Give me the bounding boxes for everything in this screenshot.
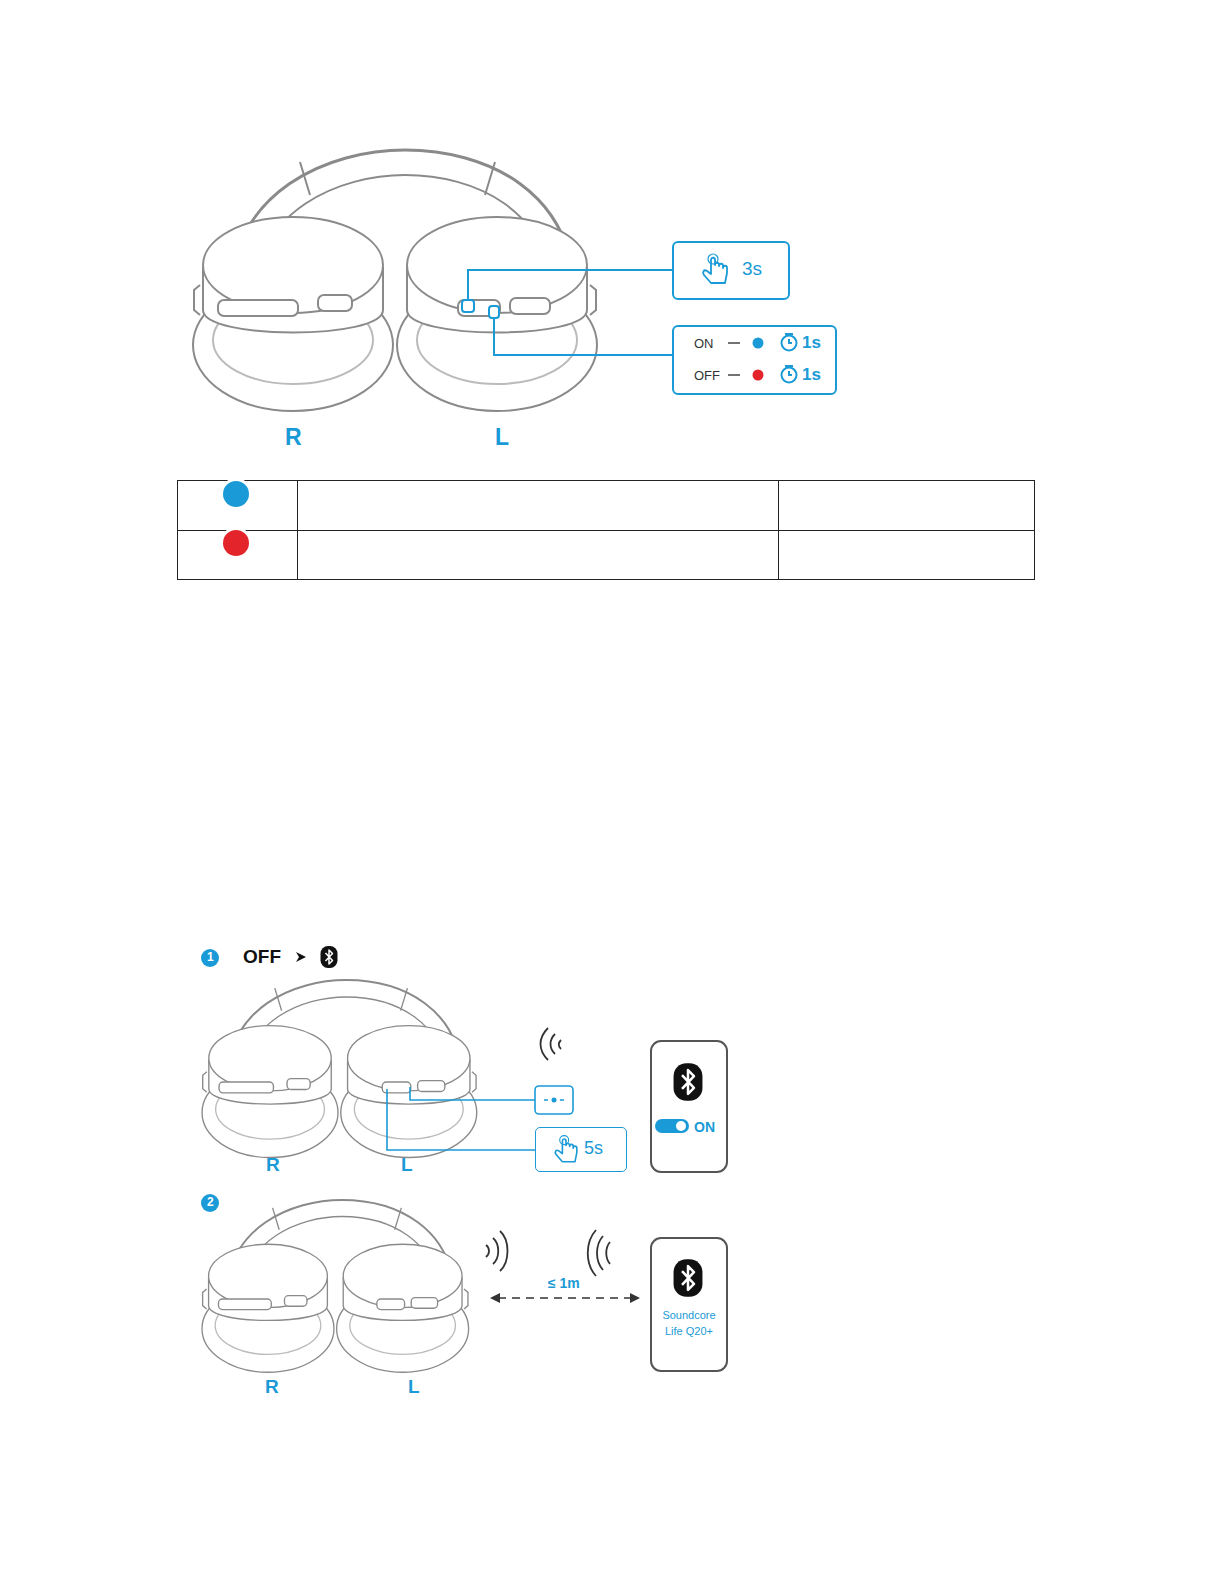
phone-screen: ON <box>650 1040 728 1173</box>
side-label: L <box>495 425 509 450</box>
distance-label: ≤ 1m <box>548 1276 580 1291</box>
side-label: R <box>265 1377 279 1398</box>
side-label: R <box>266 1155 280 1176</box>
state-label: OFF <box>243 947 281 968</box>
node-text: 3s <box>742 259 762 280</box>
node-text: ON <box>694 1120 715 1135</box>
callout-number: 2 <box>207 1196 214 1209</box>
callout-box: 5s <box>535 1127 627 1172</box>
side-label: L <box>408 1377 420 1398</box>
node-text: OFF <box>694 369 720 383</box>
node-text: 1s <box>802 334 821 353</box>
callout-number: 1 <box>207 951 214 964</box>
node-text: 1s <box>802 366 821 385</box>
node-text: 5s <box>584 1139 603 1159</box>
side-label: R <box>285 425 302 450</box>
callout-box: ON1sOFF1s <box>672 325 837 395</box>
node-text: Soundcore Life Q20+ <box>657 1308 721 1340</box>
node-text: ON <box>694 337 714 351</box>
phone-screen: Soundcore Life Q20+ <box>650 1237 728 1372</box>
callout-box: 3s <box>672 241 790 300</box>
side-label: L <box>401 1155 413 1176</box>
